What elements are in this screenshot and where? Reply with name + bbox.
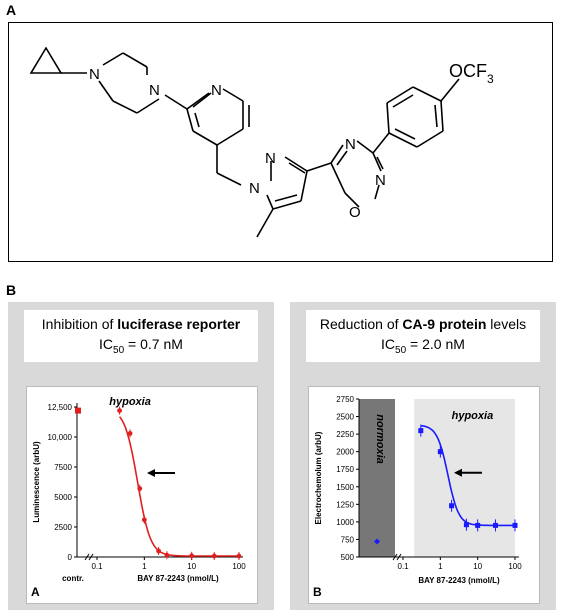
data-point — [463, 522, 469, 528]
y-tick-label: 1750 — [336, 465, 354, 474]
hypoxia-region — [414, 399, 515, 557]
x-tick-label: 1 — [438, 562, 443, 571]
arrow-head — [146, 469, 155, 477]
annotation-label: hypoxia — [452, 410, 494, 422]
atom-n: N — [345, 136, 356, 153]
x-tick-label: 0.1 — [91, 562, 103, 571]
panel-b-label: B — [6, 282, 17, 298]
y-tick-label: 2500 — [336, 413, 354, 422]
annotation-label: hypoxia — [109, 396, 151, 408]
control-label: contr. — [62, 574, 84, 583]
arrow-head — [453, 468, 462, 477]
ca9-chart: normoxia 500 750 1000 1250 1500 1750 2000 2250 25… — [314, 395, 522, 585]
y-tick-label: 10,000 — [48, 433, 73, 442]
x-tick-label: 100 — [232, 562, 246, 571]
y-tick-label: 0 — [68, 553, 73, 562]
data-point — [189, 553, 195, 559]
data-point — [449, 503, 455, 509]
y-tick-label: 2750 — [336, 395, 354, 404]
right-title-box: Reduction of CA-9 protein levels IC50 = … — [306, 310, 540, 362]
x-tick-label: 100 — [508, 562, 522, 571]
title-text: Reduction of — [319, 316, 403, 332]
data-point — [117, 408, 122, 413]
luciferase-chart: 0 2500 5000 7500 10,000 12,500 0.1 1 10 100 contr.… — [32, 396, 246, 583]
y-tick-label: 2500 — [54, 523, 72, 532]
control-point — [75, 407, 81, 414]
ocf3-group: OCF3 — [449, 61, 494, 86]
atom-n: N — [149, 82, 160, 99]
x-tick-label: 0.1 — [397, 562, 409, 571]
x-tick-label: 10 — [187, 562, 196, 571]
y-axis-label: Electrochemolum (arbU) — [314, 431, 323, 524]
axis-break — [392, 553, 398, 561]
y-tick-label: 1000 — [336, 518, 354, 527]
atom-n: N — [249, 180, 260, 197]
chart-corner-label: A — [31, 585, 40, 599]
ic50-label: IC50 = 0.7 nM — [99, 336, 183, 356]
axis-break — [88, 553, 94, 561]
data-point — [137, 486, 143, 491]
y-tick-label: 2250 — [336, 430, 354, 439]
bonds — [29, 46, 460, 238]
title-bold: CA-9 protein — [402, 316, 487, 332]
atom-o: O — [349, 204, 361, 221]
ic50-label: IC50 = 2.0 nM — [381, 336, 465, 356]
y-tick-label: 2000 — [336, 448, 354, 457]
y-tick-label: 500 — [341, 553, 355, 562]
data-point — [512, 522, 518, 528]
right-assay-panel: Reduction of CA-9 protein levels IC50 = … — [290, 302, 556, 610]
axis-break — [84, 553, 90, 561]
data-point — [437, 449, 443, 455]
x-tick-label: 10 — [473, 562, 482, 571]
title-text: Inhibition of — [41, 316, 118, 332]
normoxia-region — [359, 399, 395, 557]
title-suffix: levels — [486, 316, 527, 332]
y-tick-label: 750 — [341, 535, 355, 544]
normoxia-label: normoxia — [374, 414, 386, 464]
data-point — [141, 517, 147, 523]
data-point — [156, 548, 161, 554]
x-axis-label: BAY 87-2243 (nmol/L) — [418, 576, 500, 585]
chart-corner-label: B — [313, 585, 322, 599]
atom-n: N — [375, 172, 386, 189]
atom-n: N — [89, 66, 100, 83]
data-point — [236, 553, 242, 559]
y-tick-label: 5000 — [54, 493, 72, 502]
y-tick-label: 12,500 — [48, 403, 73, 412]
ca9-chart-box: normoxia 500 750 1000 1250 1500 1750 2000 2250 25… — [308, 386, 540, 604]
x-axis-label: BAY 87-2243 (nmol/L) — [137, 574, 219, 583]
data-point — [475, 522, 481, 528]
y-tick-label: 7500 — [54, 463, 72, 472]
atom-n: N — [211, 82, 222, 99]
fit-curve — [118, 416, 239, 557]
structure-box: N N N N N N N O OCF3 — [8, 22, 553, 262]
chemical-structure: N N N N N N N O OCF3 — [29, 46, 494, 238]
y-axis-label: Luminescence (arbU) — [32, 441, 41, 523]
atom-labels: N N N N N N N O OCF3 — [89, 61, 494, 221]
data-point — [418, 428, 424, 434]
title-bold: luciferase reporter — [117, 316, 241, 332]
data-point — [164, 552, 170, 558]
x-tick-label: 1 — [142, 562, 147, 571]
panel-a-label: A — [6, 2, 17, 18]
control-point — [374, 538, 380, 545]
luciferase-chart-box: 0 2500 5000 7500 10,000 12,500 0.1 1 10 100 contr.… — [26, 386, 258, 604]
y-tick-label: 1500 — [336, 483, 354, 492]
data-point — [211, 553, 217, 559]
axis-break — [396, 553, 402, 561]
left-assay-panel: Inhibition of luciferase reporter IC50 =… — [8, 302, 274, 610]
y-tick-label: 1250 — [336, 500, 354, 509]
data-point — [492, 522, 498, 528]
data-point — [127, 431, 133, 436]
left-title-box: Inhibition of luciferase reporter IC50 =… — [24, 310, 258, 362]
atom-n: N — [265, 150, 276, 167]
